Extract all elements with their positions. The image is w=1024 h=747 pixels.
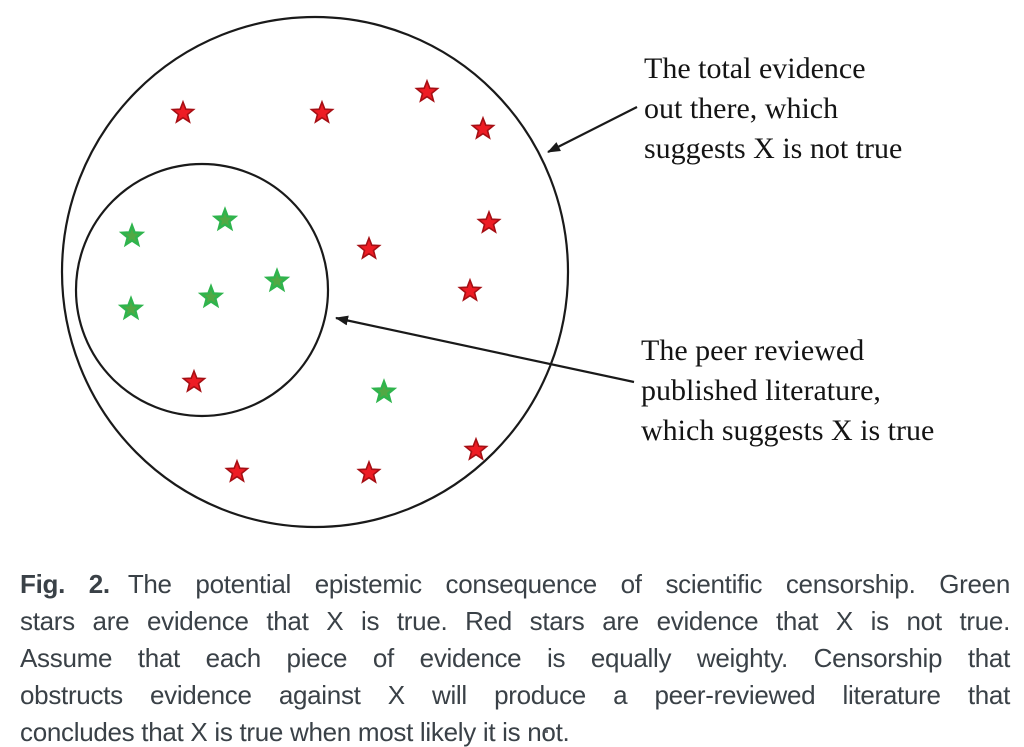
annotation-line: suggests X is not true: [644, 132, 903, 165]
annotation-line: out there, which: [644, 92, 839, 125]
green-star: [263, 267, 291, 293]
annotation-line: which suggests X is true: [641, 414, 935, 447]
red-star: [414, 78, 440, 103]
red-star: [463, 436, 489, 461]
annotation-line: The peer reviewed: [641, 334, 865, 367]
red-star: [457, 277, 483, 302]
annotation-total-evidence: The total evidence out there, which sugg…: [644, 49, 902, 169]
green-star: [211, 206, 239, 232]
red-star: [356, 235, 382, 260]
figure-caption: Fig. 2. The potential epistemic consequen…: [20, 566, 1010, 747]
arrow-to-outer-circle: [547, 106, 638, 153]
annotation-peer-reviewed: The peer reviewed published literature, …: [641, 331, 934, 451]
annotation-line: The total evidence: [644, 52, 866, 85]
green-star: [197, 283, 225, 309]
figure-number-label: Fig. 2.: [20, 569, 110, 599]
red-star: [309, 99, 335, 124]
caption-line: Assume that each piece of evidence is eq…: [20, 643, 1010, 673]
red-star: [476, 209, 502, 234]
green-star: [370, 378, 398, 404]
caption-text: The potential epistemic consequence of s…: [127, 569, 1010, 599]
red-star: [181, 368, 207, 393]
outer-circle: [60, 15, 570, 529]
red-star: [224, 458, 250, 483]
caption-line: concludes that X is true when most likel…: [20, 717, 570, 747]
arrow-to-inner-circle: [335, 315, 635, 384]
red-star: [356, 459, 382, 484]
annotation-line: published literature,: [641, 374, 881, 407]
green-star: [118, 222, 146, 248]
inner-circle: [74, 162, 330, 418]
caption-line: Fig. 2. The potential epistemic consequen…: [20, 566, 1010, 603]
green-star: [117, 295, 145, 321]
figure-diagram: [60, 15, 638, 529]
page-artifact-mark: [543, 730, 548, 733]
red-star: [170, 99, 196, 124]
caption-line: obstructs evidence against X will produc…: [20, 680, 1010, 710]
caption-line: stars are evidence that X is true. Red s…: [20, 606, 1010, 636]
red-star: [470, 115, 496, 140]
